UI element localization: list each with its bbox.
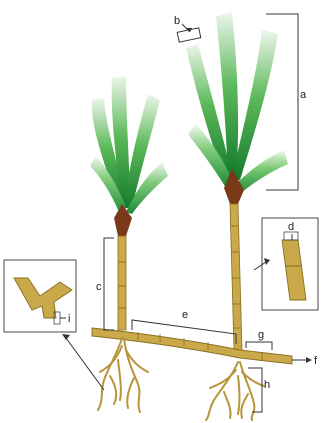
label-f: f: [314, 355, 318, 367]
label-h: h: [264, 379, 270, 391]
label-d: d: [288, 221, 294, 233]
label-a: a: [300, 89, 307, 101]
left-stem: [118, 236, 126, 330]
inset-rhizome-branch: [4, 260, 76, 332]
roots-right: [206, 362, 264, 420]
roots-left: [98, 338, 148, 412]
left-shoot: [90, 76, 168, 330]
label-g: g: [258, 329, 264, 341]
label-i: i: [68, 313, 70, 325]
label-b: b: [174, 15, 180, 27]
label-c: c: [96, 281, 102, 293]
label-e: e: [182, 309, 188, 321]
